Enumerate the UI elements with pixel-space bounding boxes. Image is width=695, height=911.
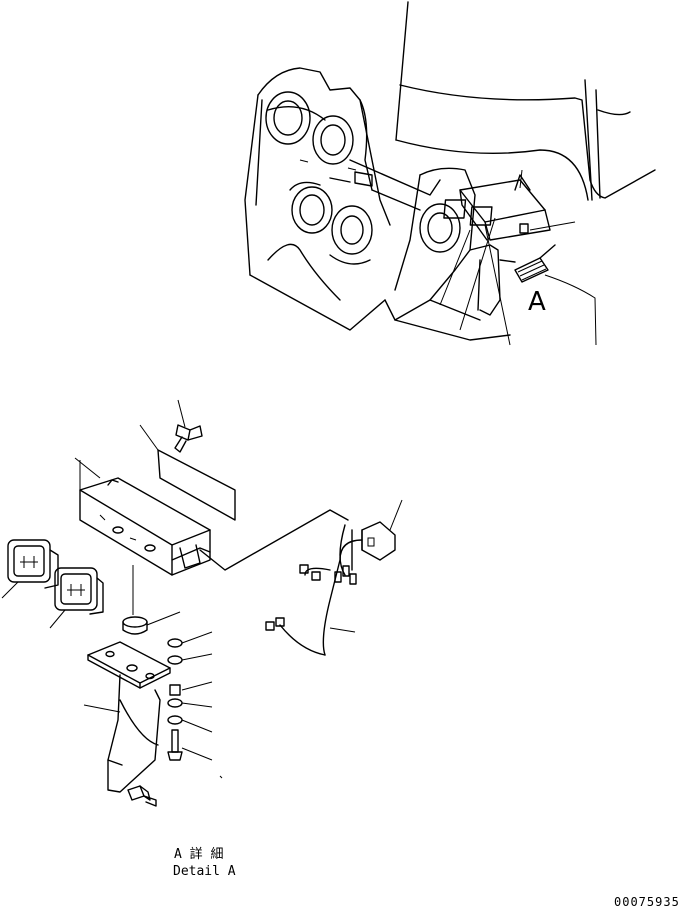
rubber-cushion <box>122 565 181 635</box>
work-lamp-2 <box>49 567 104 629</box>
bolt-bottom <box>127 785 157 807</box>
cover-plate <box>139 424 236 521</box>
wiring-harness <box>265 524 363 656</box>
lamp-box <box>74 457 211 576</box>
drawing-number: 00075935 <box>614 895 680 909</box>
view-a-label: A <box>528 287 546 317</box>
detail-caption-jp: A 詳 細 <box>174 846 223 862</box>
relay <box>361 499 403 561</box>
fastener-stack <box>167 631 223 779</box>
detail-caption-en: Detail A <box>173 864 236 879</box>
lamp-mount-bracket <box>83 641 171 793</box>
machine-frame-view: A <box>244 1 656 346</box>
bolt-top <box>174 399 203 453</box>
work-lamp-1 <box>1 539 59 599</box>
detail-a-view: A 詳 細 Detail A <box>1 399 403 879</box>
